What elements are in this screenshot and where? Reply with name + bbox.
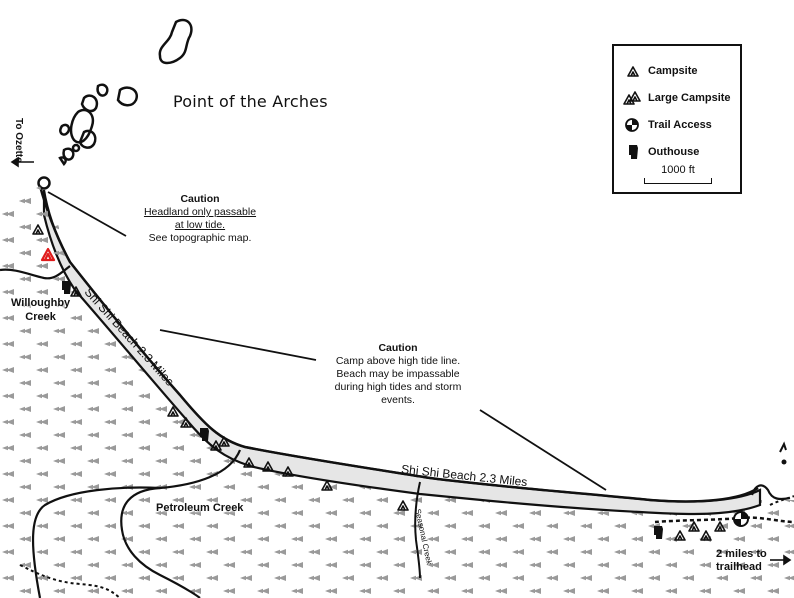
caution-heading: Caution [378, 342, 418, 354]
east-headland [750, 484, 791, 501]
willoughby-creek [0, 265, 71, 280]
trailhead-line: 2 miles to [716, 548, 767, 560]
petroleum-creek-branch [31, 486, 161, 598]
outhouses [62, 281, 663, 539]
trail-right-dotted [769, 495, 794, 506]
forest-land [0, 190, 794, 598]
legend-label: Large Campsite [648, 92, 731, 104]
trail-access-icon [625, 118, 639, 132]
petroleum-creek-label: Petroleum Creek [156, 502, 244, 514]
creek-label-line: Willoughby [11, 297, 71, 309]
caution-line: Camp above high tide line. [335, 355, 461, 367]
caution-leader-2 [159, 329, 317, 361]
trail-bottom-left [19, 564, 121, 598]
outhouse-icon[interactable] [200, 428, 209, 441]
caution-headland-note: Caution Headland only passable at low ti… [120, 193, 280, 245]
caution-line: at low tide. [174, 219, 226, 231]
trailhead-label: 2 miles to trailhead [716, 548, 767, 574]
to-ozette-label: To Ozette [13, 118, 24, 163]
east-rock-dot [781, 459, 787, 465]
legend-label: Trail Access [648, 119, 712, 131]
campsite-icon [627, 66, 639, 77]
large-campsite-icon [623, 91, 641, 105]
legend-label: Campsite [648, 65, 698, 77]
petroleum-creek [120, 449, 242, 598]
scale-bar [644, 178, 712, 184]
outhouse-icon[interactable] [62, 281, 71, 294]
legend-row-campsite: Campsite [622, 62, 698, 80]
shoreline [38, 185, 759, 503]
east-rock [779, 441, 787, 453]
headland [0, 186, 68, 273]
outhouse-icon [629, 145, 638, 159]
caution-line: during high tides and storm [334, 381, 462, 393]
caution-line: Beach may be impassable [336, 368, 460, 380]
legend-row-trail-access: Trail Access [622, 116, 712, 134]
map-legend: Campsite Large Campsite Trail Access Out… [612, 44, 742, 194]
creek-label-line: Creek [25, 311, 56, 323]
sea-stacks [37, 18, 193, 190]
arrow-to-trailhead [770, 554, 792, 566]
scale-label: 1000 ft [661, 164, 695, 176]
outhouse-icon[interactable] [654, 526, 663, 539]
caution-heading: Caution [180, 193, 220, 205]
legend-row-large-campsite: Large Campsite [622, 89, 731, 107]
red-large-campsite-icon[interactable] [40, 247, 56, 262]
caution-leader-3 [479, 409, 607, 491]
legend-label: Outhouse [648, 146, 700, 158]
trailhead-line: trailhead [716, 561, 762, 573]
map-title: Point of the Arches [173, 92, 328, 111]
arrow-to-ozette [10, 156, 34, 168]
caution-leader-1 [47, 191, 127, 237]
willoughby-creek-label: Willoughby Creek [11, 296, 70, 324]
caution-line: See topographic map. [148, 232, 252, 244]
seasonal-creek [414, 481, 421, 579]
caution-beach-note: Caution Camp above high tide line. Beach… [318, 342, 478, 407]
legend-row-outhouse: Outhouse [622, 143, 699, 161]
caution-line: Headland only passable [143, 206, 257, 218]
trail-access-icon[interactable] [733, 511, 749, 527]
caution-line: events. [381, 394, 415, 406]
